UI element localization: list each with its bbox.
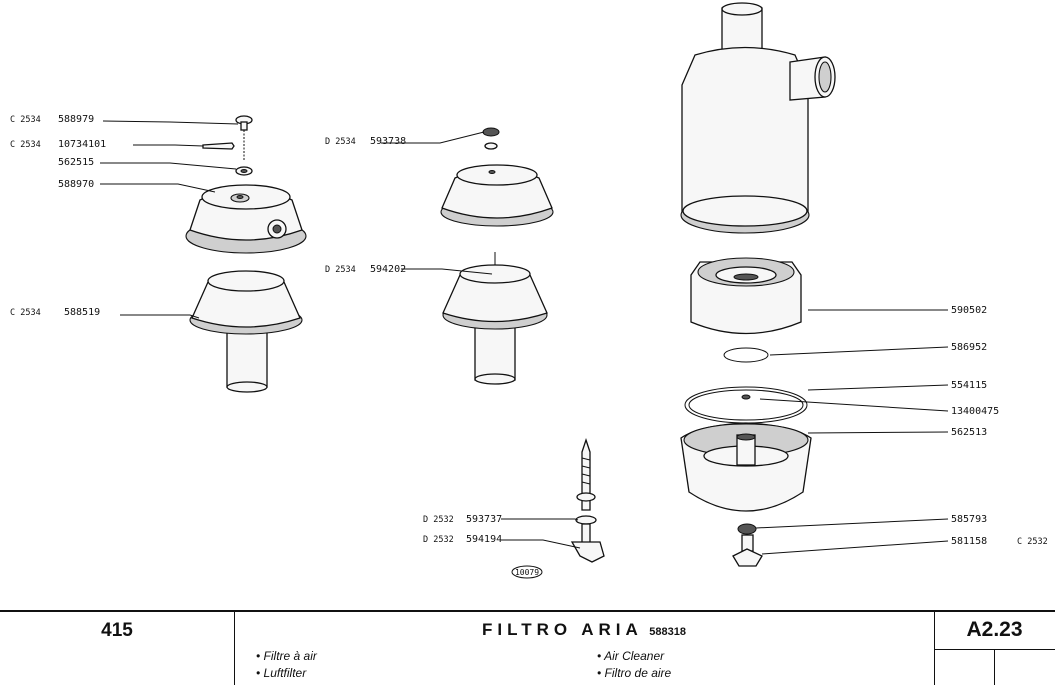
callout-part: 581158 (951, 536, 987, 547)
translation-fr: • Filtre à air (256, 649, 317, 663)
snap-ring-part (723, 347, 769, 363)
knob-screw-part (235, 115, 253, 160)
callout-part: 590502 (951, 305, 987, 316)
bowl-part (680, 422, 812, 512)
callout-part: 594194 (466, 534, 502, 545)
drawing-number: 10079 (515, 568, 539, 577)
callout-part: 562513 (951, 427, 987, 438)
callout-prefix: D 2532 (423, 535, 454, 545)
translation-es: • Filtro de aire (597, 666, 672, 680)
callout-prefix: C 2534 (10, 140, 41, 150)
callout-part: 10734101 (58, 139, 106, 150)
callout-prefix: D 2534 (325, 137, 356, 147)
cover-part-middle (440, 164, 554, 227)
callout-prefix: D 2534 (325, 265, 356, 275)
bell-part-middle (442, 252, 548, 385)
title-line: FILTRO ARIA 588318 (234, 620, 934, 640)
callout-part: 593738 (370, 136, 406, 147)
drawing-number-badge: 10079 (511, 565, 543, 579)
translation-en: • Air Cleaner (597, 649, 665, 663)
exploded-parts-diagram: C 2534 588979 C 2534 10734101 562515 588… (10, 2, 1048, 579)
bolt-part (570, 437, 605, 563)
callout-part: 585793 (951, 514, 987, 525)
bell-part-left (189, 270, 303, 393)
leader-lines (100, 120, 949, 555)
pin-part (202, 142, 235, 150)
divider (994, 649, 995, 685)
wing-nut-part (732, 534, 763, 567)
callout-prefix: C 2534 (10, 115, 41, 125)
section-code-cell: A2.23 (934, 612, 1055, 685)
washer-part (235, 166, 253, 176)
page-title: FILTRO ARIA (482, 620, 643, 639)
callout-labels: C 2534 588979 C 2534 10734101 562515 588… (10, 114, 1048, 547)
filter-housing-part (680, 2, 836, 234)
callout-part: 594202 (370, 264, 406, 275)
callout-part: 586952 (951, 342, 987, 353)
callout-suffix: C 2532 (1017, 537, 1048, 547)
callout-part: 593737 (466, 514, 502, 525)
gasket-ring-part (684, 386, 808, 424)
title-ref-number: 588318 (649, 626, 686, 638)
callout-part: 588519 (64, 307, 100, 318)
callout-part: 588970 (58, 179, 94, 190)
page-number-cell: 415 (0, 612, 235, 685)
callout-prefix: D 2532 (423, 515, 454, 525)
section-code: A2.23 (966, 618, 1023, 641)
callout-part: 588979 (58, 114, 94, 125)
title-block: 415 FILTRO ARIA 588318 • Filtre à air • … (0, 610, 1055, 685)
bowl-washer-part (737, 523, 757, 535)
callout-part: 554115 (951, 380, 987, 391)
translation-de: • Luftfilter (256, 666, 307, 680)
nut-part (482, 127, 500, 150)
cover-part-left (185, 184, 307, 254)
title-cell: FILTRO ARIA 588318 • Filtre à air • Luft… (234, 612, 935, 685)
filter-element-part (690, 257, 802, 335)
callout-prefix: C 2534 (10, 308, 41, 318)
callout-part: 562515 (58, 157, 94, 168)
page-number: 415 (101, 620, 133, 641)
callout-part: 13400475 (951, 406, 999, 417)
